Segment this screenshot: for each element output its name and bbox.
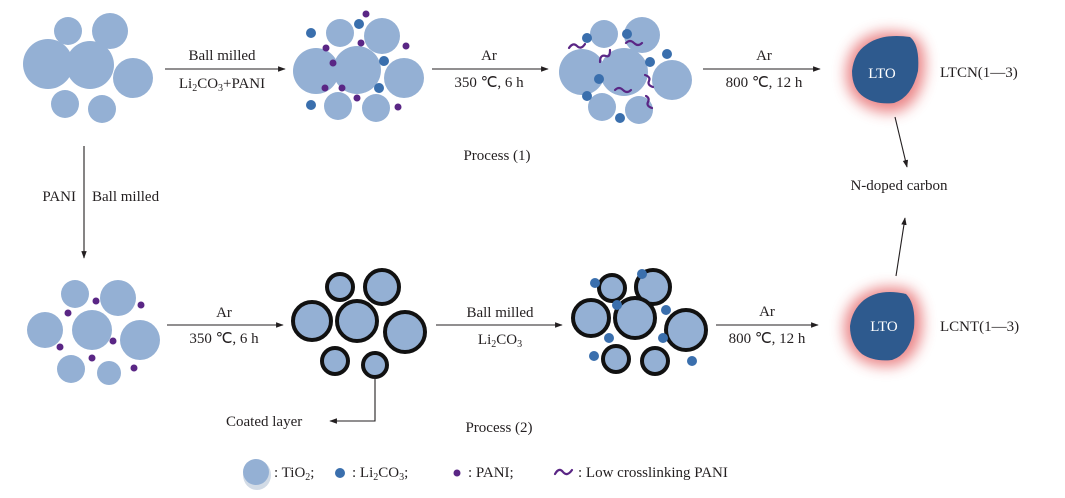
step5-bottom-label: Li2CO3 [478, 332, 522, 350]
legend-li2co3-label: : Li2CO3; [352, 465, 408, 483]
lto-label-bottom: LTO [870, 319, 898, 335]
lto-particle-ltcn: LTO [846, 31, 925, 113]
n-doped-carbon-pointer-top [894, 116, 909, 168]
lcnt-label: LCNT(1—3) [940, 319, 1019, 335]
step3-ar-800-arrow: Ar 800 ℃, 12 h [703, 48, 821, 91]
lto-particle-lcnt: LTO [844, 287, 923, 367]
lto-label-top: LTO [868, 66, 896, 82]
n-doped-carbon-label: N-doped carbon [850, 178, 948, 194]
legend-tio2-label: : TiO2; [274, 465, 314, 483]
step3-bottom-label: 800 ℃, 12 h [726, 75, 803, 91]
tio2-pani-cluster [27, 280, 160, 385]
step2-bottom-label: 350 ℃, 6 h [454, 75, 524, 91]
step1-top-label: Ball milled [188, 48, 256, 64]
crosslinked-cluster-process1 [559, 17, 692, 124]
step1-ball-milled-arrow: Ball milled Li2CO3+PANI [165, 48, 286, 94]
down-step-left-label: PANI [42, 189, 76, 205]
down-step-right-label: Ball milled [92, 189, 160, 205]
step4-bottom-label: 350 ℃, 6 h [189, 331, 259, 347]
legend-pani-swatch [453, 469, 461, 477]
step6-bottom-label: 800 ℃, 12 h [729, 331, 806, 347]
ltcn-label: LTCN(1—3) [940, 65, 1018, 81]
step6-ar-800-arrow: Ar 800 ℃, 12 h [716, 304, 819, 347]
legend-tio2-swatch [243, 459, 269, 485]
step3-top-label: Ar [756, 48, 772, 64]
tio2-cluster-initial [23, 13, 153, 123]
step2-ar-350-arrow: Ar 350 ℃, 6 h [432, 48, 549, 91]
step5-top-label: Ball milled [466, 305, 534, 321]
coated-layer-label: Coated layer [226, 414, 302, 430]
process2-label: Process (2) [465, 420, 532, 436]
step4-ar-350-arrow: Ar 350 ℃, 6 h [167, 305, 284, 347]
coated-tio2-cluster [291, 268, 427, 379]
legend-pani-label: : PANI; [468, 465, 514, 481]
lto-core-top [852, 36, 919, 104]
mixture-cluster-process1 [293, 10, 424, 122]
step4-top-label: Ar [216, 305, 232, 321]
coated-li2co3-cluster [571, 268, 708, 376]
lto-core-bottom [850, 292, 915, 361]
step2-top-label: Ar [481, 48, 497, 64]
coated-layer-pointer [329, 377, 376, 424]
legend-li2co3-swatch [335, 468, 345, 478]
process1-label: Process (1) [463, 148, 530, 164]
n-doped-carbon-pointer-bottom [895, 217, 907, 277]
down-step-arrow: PANI Ball milled [42, 146, 160, 259]
legend: : TiO2; : Li2CO3; : PANI; : Low crosslin… [243, 459, 728, 490]
step1-bottom-label: Li2CO3+PANI [179, 76, 265, 94]
legend-low-crosslinking-pani-swatch [553, 468, 574, 476]
legend-low-crosslinking-pani-label: : Low crosslinking PANI [578, 465, 728, 481]
step5-ball-milled-arrow: Ball milled Li2CO3 [436, 305, 563, 350]
step6-top-label: Ar [759, 304, 775, 320]
